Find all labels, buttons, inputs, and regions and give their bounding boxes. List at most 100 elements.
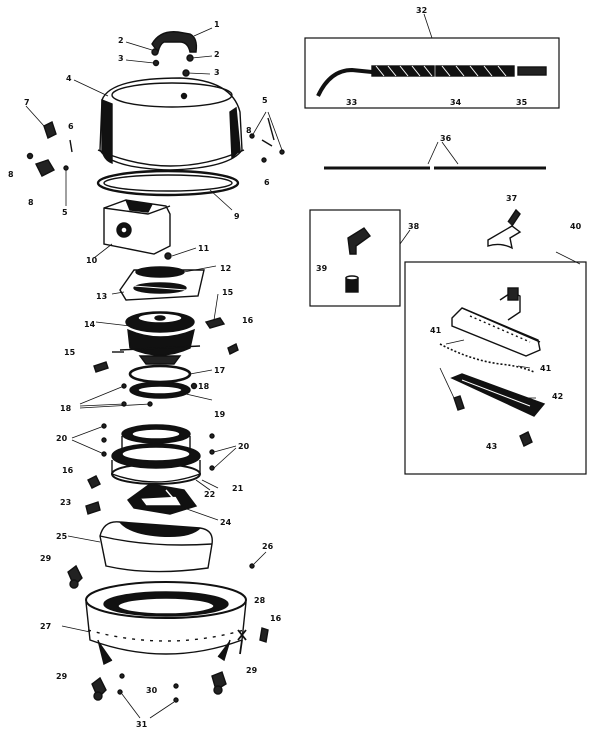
float-cage-part (127, 483, 198, 515)
fastener-part (164, 252, 172, 260)
tank-base-part (85, 581, 247, 666)
bolt-part (87, 475, 101, 489)
part-number: 36 (440, 134, 452, 143)
part-number: 2 (118, 36, 124, 45)
part-number: 11 (198, 244, 210, 253)
part-number: 15 (222, 288, 234, 297)
bolt-part (85, 501, 101, 515)
gasket-part (96, 169, 240, 197)
filter-plate-part (119, 266, 205, 301)
part-number: 12 (220, 264, 232, 273)
nut-part (152, 59, 160, 67)
screw-part (249, 563, 255, 569)
screw-part (261, 139, 273, 147)
part-number: 3 (118, 54, 124, 63)
part-number: 10 (86, 256, 98, 265)
part-number: 7 (24, 98, 30, 107)
switch-housing-part (103, 199, 171, 255)
part-number: 37 (506, 194, 518, 203)
crevice-tool-part (347, 227, 371, 255)
part-number: 27 (40, 622, 52, 631)
caster-bracket-part (237, 629, 247, 655)
brush-part (93, 361, 109, 373)
screw-part (190, 382, 198, 390)
caster-part (91, 676, 107, 701)
part-number: 5 (62, 208, 68, 217)
part-number: 43 (486, 442, 498, 451)
floor-tool-box (404, 261, 587, 475)
screw-part (267, 117, 275, 141)
caster-part (211, 671, 227, 695)
part-number: 20 (56, 434, 68, 443)
part-number: 29 (56, 672, 68, 681)
caster-part (67, 564, 83, 589)
part-number: 2 (214, 50, 220, 59)
part-number: 6 (264, 178, 270, 187)
washer-part (151, 48, 159, 56)
part-number: 33 (346, 98, 358, 107)
part-number: 8 (246, 126, 252, 135)
part-number: 29 (246, 666, 258, 675)
filter-band-part (99, 521, 213, 573)
part-number: 3 (214, 68, 220, 77)
part-number: 38 (408, 222, 420, 231)
bolt-part (227, 343, 239, 355)
part-number: 31 (136, 720, 148, 729)
part-number: 35 (516, 98, 528, 107)
brush-strip-part (450, 373, 546, 417)
part-number: 16 (270, 614, 282, 623)
part-number: 14 (84, 320, 96, 329)
adapter-part (345, 275, 359, 293)
caster-part (453, 395, 465, 411)
screw-part (63, 165, 69, 171)
part-number: 32 (416, 6, 428, 15)
part-number: 13 (96, 292, 108, 301)
part-number: 20 (238, 442, 250, 451)
nut-part (279, 149, 285, 155)
crevice-tool-box (309, 209, 401, 307)
part-number: 40 (570, 222, 582, 231)
part-number: 25 (56, 532, 68, 541)
dusting-tool-part (487, 208, 522, 250)
latch-part (35, 159, 55, 177)
squeegee-part (439, 343, 535, 373)
part-number: 22 (204, 490, 216, 499)
bolt-part (259, 627, 269, 643)
part-number: 28 (254, 596, 266, 605)
part-number: 19 (214, 410, 226, 419)
part-number: 39 (316, 264, 328, 273)
hose-part (316, 65, 547, 97)
part-number: 15 (64, 348, 76, 357)
screw-part (69, 139, 73, 153)
impeller-housing-part (111, 424, 201, 485)
handle-part (151, 31, 198, 54)
part-number: 1 (214, 20, 220, 29)
rivet-part (26, 152, 34, 160)
nut-part (261, 157, 267, 163)
floor-nozzle-part (451, 287, 541, 357)
motor-cover-part (97, 77, 245, 171)
extension-wand-part (324, 141, 546, 170)
part-number: 9 (234, 212, 240, 221)
part-number: 42 (552, 392, 564, 401)
clip-part (43, 121, 57, 139)
part-number: 5 (262, 96, 268, 105)
part-number: 21 (232, 484, 244, 493)
seal-ring-part (128, 364, 192, 399)
part-number: 4 (66, 74, 72, 83)
caster-part (519, 431, 533, 447)
part-number: 30 (146, 686, 158, 695)
part-number: 41 (540, 364, 552, 373)
part-number: 17 (214, 366, 226, 375)
part-number: 18 (198, 382, 210, 391)
part-number: 29 (40, 554, 52, 563)
part-number: 41 (430, 326, 442, 335)
part-number: 26 (262, 542, 274, 551)
part-number: 16 (242, 316, 254, 325)
brush-part (204, 317, 226, 329)
part-number: 6 (68, 122, 74, 131)
part-number: 18 (60, 404, 72, 413)
part-number: 8 (8, 170, 14, 179)
part-number: 8 (28, 198, 34, 207)
